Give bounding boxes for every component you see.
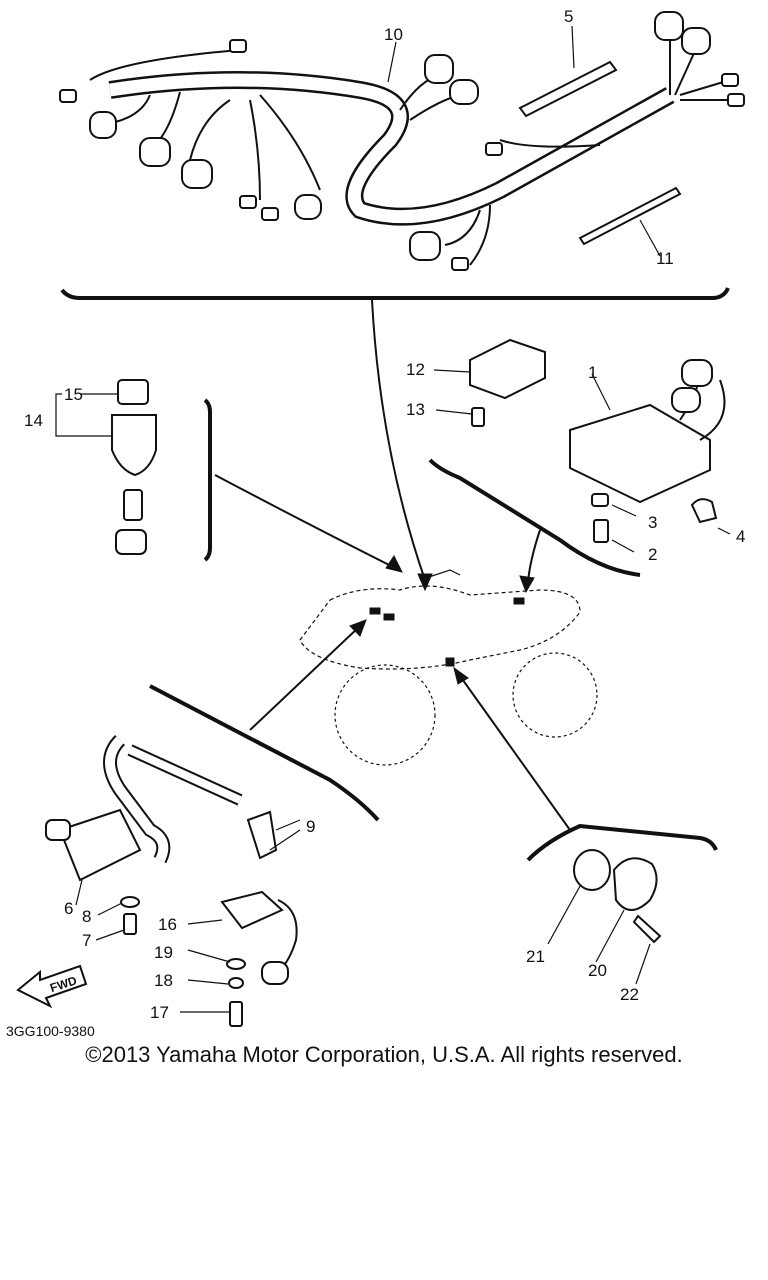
cdi-unit-icon [569, 403, 711, 504]
drawing-code: 3GG100-9380 [6, 1023, 95, 1039]
part-number-6: 6 [64, 899, 73, 918]
part-number-15: 15 [64, 385, 83, 404]
copyright-notice: ©2013 Yamaha Motor Corporation, U.S.A. A… [85, 1042, 683, 1067]
part-number-8: 8 [82, 907, 91, 926]
fwd-arrow-icon: FWD [16, 964, 88, 1009]
part-number-13: 13 [406, 400, 425, 419]
rectifier-icon [469, 338, 546, 400]
plug-cap-icon [246, 810, 278, 860]
part-number-7: 7 [82, 931, 91, 950]
part-number-9: 9 [306, 817, 315, 836]
part-number-22: 22 [620, 985, 639, 1004]
wire-harness-group [59, 11, 745, 300]
part-number-19: 19 [154, 943, 173, 962]
clamp-icon [690, 498, 718, 524]
main-switch-group [55, 379, 403, 573]
relay-group [180, 890, 298, 1027]
part-number-4: 4 [736, 527, 745, 546]
key-icon [117, 379, 149, 405]
part-number-3: 3 [648, 513, 657, 532]
ignition-coil-icon [58, 808, 142, 882]
cdi-unit-group [428, 338, 731, 594]
part-number-16: 16 [158, 915, 177, 934]
part-number-5: 5 [564, 7, 573, 26]
connector-icon [59, 11, 745, 271]
band-icon [578, 186, 682, 246]
part-number-2: 2 [648, 545, 657, 564]
part-number-18: 18 [154, 971, 173, 990]
vehicle-outline [299, 569, 598, 766]
part-number-11: 11 [656, 249, 674, 268]
part-number-20: 20 [588, 961, 607, 980]
cover-icon [612, 857, 658, 911]
part-number-10: 10 [384, 25, 403, 44]
part-number-21: 21 [526, 947, 545, 966]
ignition-coil-group [45, 619, 380, 941]
cover-group [453, 666, 718, 985]
part-number-1: 1 [588, 363, 597, 382]
part-number-12: 12 [406, 360, 425, 379]
switch-body-icon [111, 414, 157, 477]
part-number-14: 14 [24, 411, 43, 430]
relay-icon [220, 890, 284, 930]
o-ring-icon [573, 849, 611, 891]
part-number-17: 17 [150, 1003, 169, 1022]
tie-band-icon [518, 60, 618, 118]
part-number-labels: 1 2 3 4 5 6 7 8 9 10 11 12 13 14 15 16 1… [24, 7, 745, 1022]
